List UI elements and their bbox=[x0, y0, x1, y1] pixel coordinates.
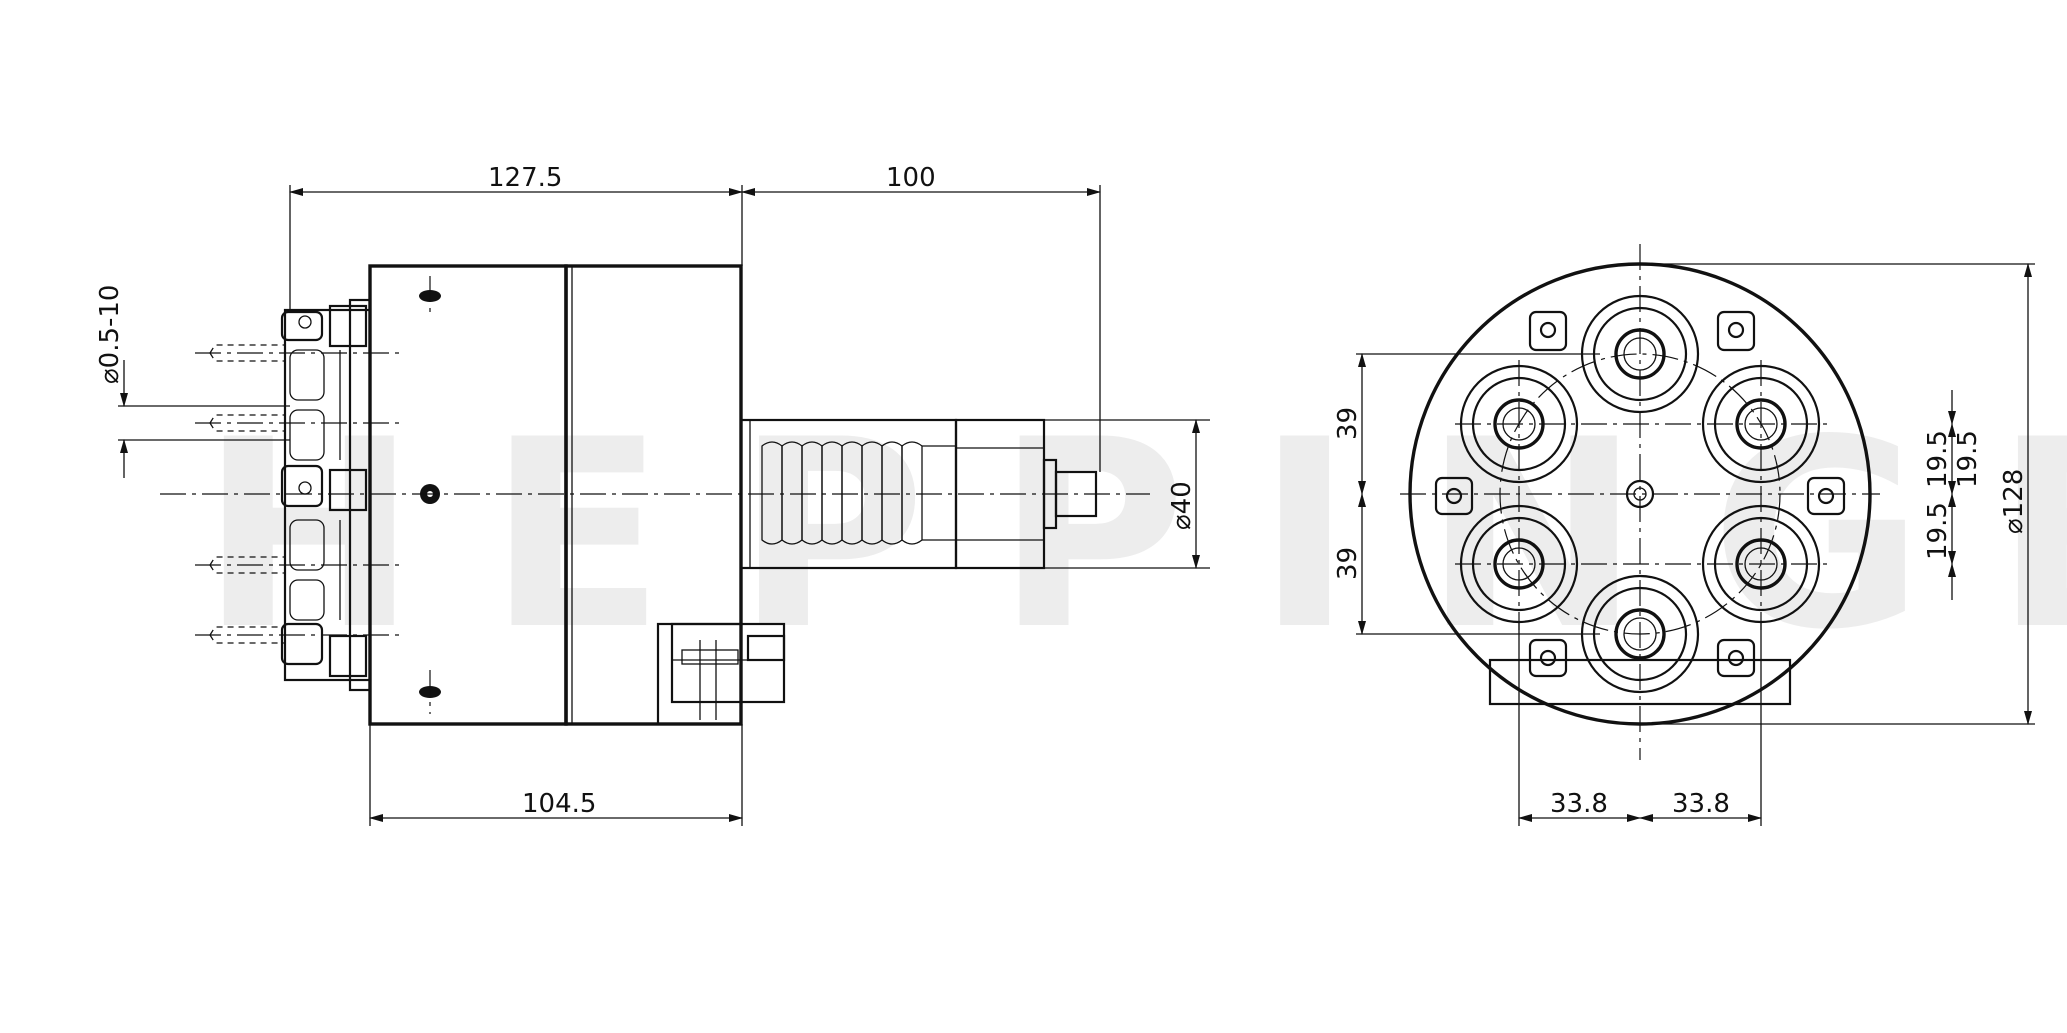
front-base bbox=[1488, 658, 1792, 706]
dim-clamp-range: ⌀0.5-10 bbox=[95, 285, 125, 384]
clamp-screws bbox=[1434, 310, 1846, 678]
dim-bottom-left: 33.8 bbox=[1550, 789, 1608, 819]
watermark-text: HEPPINGER bbox=[200, 385, 2067, 687]
dim-left-upper: 39 bbox=[1333, 407, 1363, 440]
dim-front-diameter: ⌀128 bbox=[1999, 469, 2029, 534]
dim-shank-diameter: ⌀40 bbox=[1167, 481, 1197, 530]
dim-shaft-length: 100 bbox=[886, 163, 936, 193]
dim-left-lower: 39 bbox=[1333, 547, 1363, 580]
dashed-tools bbox=[195, 344, 400, 644]
dim-bottom-right: 33.8 bbox=[1672, 789, 1730, 819]
collet-stack bbox=[280, 298, 372, 692]
front-view: ⌀128 39 39 19.5 19.5 19.5 33.8 33.8 bbox=[1333, 244, 2035, 826]
dim-right-lower: 19.5 bbox=[1923, 502, 1953, 560]
dim-overall-length: 127.5 bbox=[488, 163, 562, 193]
side-view: 127.5 100 104.5 ⌀40 ⌀0.5-10 bbox=[95, 163, 1210, 826]
bracket-clamp bbox=[670, 622, 786, 704]
dim-right-small: 19.5 bbox=[1953, 430, 1983, 488]
dim-body-length: 104.5 bbox=[522, 789, 596, 819]
dim-right-upper: 19.5 bbox=[1923, 430, 1953, 488]
